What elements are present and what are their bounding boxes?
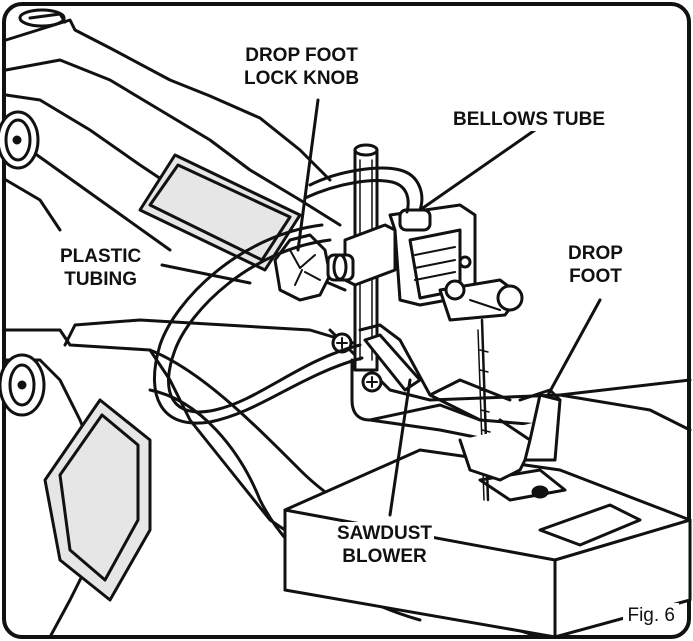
tubing — [152, 166, 424, 425]
figure-caption: Fig. 6 — [623, 603, 679, 629]
saw-table — [63, 318, 692, 639]
label-bellows-tube: BELLOWS TUBE — [451, 108, 607, 131]
lock-knob — [273, 233, 355, 302]
leader-bellows-tube — [418, 128, 537, 212]
lower-body — [0, 328, 542, 639]
upper-arm — [0, 8, 347, 292]
label-plastic-tubing: PLASTIC TUBING — [58, 245, 144, 291]
leader-plastic-tubing — [160, 263, 252, 285]
label-drop-foot-lock-knob: DROP FOOT LOCK KNOB — [242, 44, 362, 90]
drop-foot-assembly — [331, 143, 562, 502]
leader-lock-knob — [296, 98, 320, 252]
leader-sawdust-blower — [388, 378, 412, 517]
label-drop-foot: DROP FOOT — [566, 242, 625, 288]
leader-lines — [160, 98, 602, 517]
label-sawdust-blower: SAWDUST BLOWER — [335, 522, 434, 568]
leader-drop-foot — [546, 298, 602, 397]
